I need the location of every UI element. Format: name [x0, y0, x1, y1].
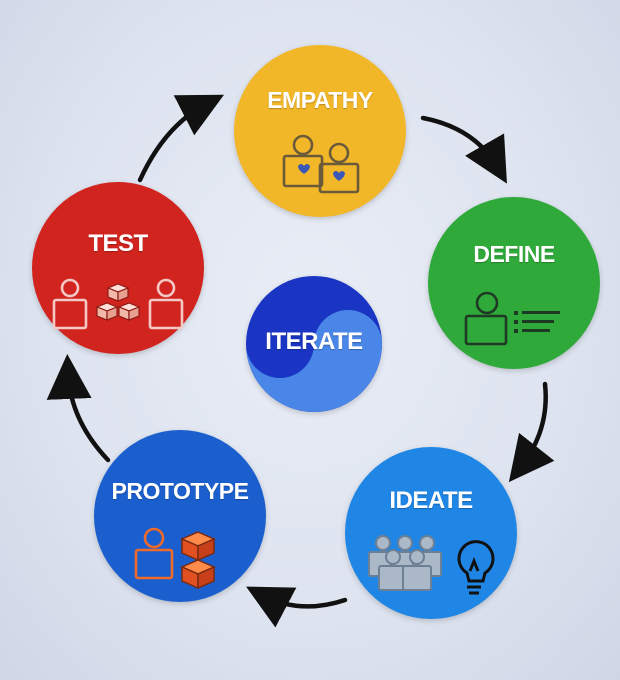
test-node: TEST: [32, 182, 204, 354]
arrow-empathy-to-define: [420, 115, 507, 184]
arrow-prototype-to-test: [46, 354, 111, 463]
prototype-node: PROTOTYPE: [94, 430, 266, 602]
empathy-label: EMPATHY: [267, 87, 373, 113]
iterate-label: ITERATE: [265, 328, 363, 355]
two-people-hearts-icon: [282, 134, 360, 194]
test-label: TEST: [88, 230, 148, 257]
iterate-node: ITERATE: [246, 276, 382, 412]
person-with-blocks-icon: [134, 527, 216, 590]
arrow-test-to-empathy: [137, 94, 225, 183]
prototype-label: PROTOTYPE: [111, 478, 249, 504]
empathy-node: EMPATHY: [234, 45, 406, 217]
people-with-blocks-icon: [52, 278, 184, 330]
ideate-node: IDEATE: [345, 447, 517, 619]
arrow-define-to-ideate: [508, 381, 555, 483]
ideate-label: IDEATE: [389, 487, 473, 514]
define-node: DEFINE: [428, 197, 600, 369]
iterate-swirl-shape: [246, 310, 382, 412]
group-lightbulb-icon: [368, 535, 495, 595]
arrow-ideate-to-prototype: [246, 586, 348, 628]
define-label: DEFINE: [473, 241, 555, 267]
person-with-notes-icon: [464, 291, 560, 346]
